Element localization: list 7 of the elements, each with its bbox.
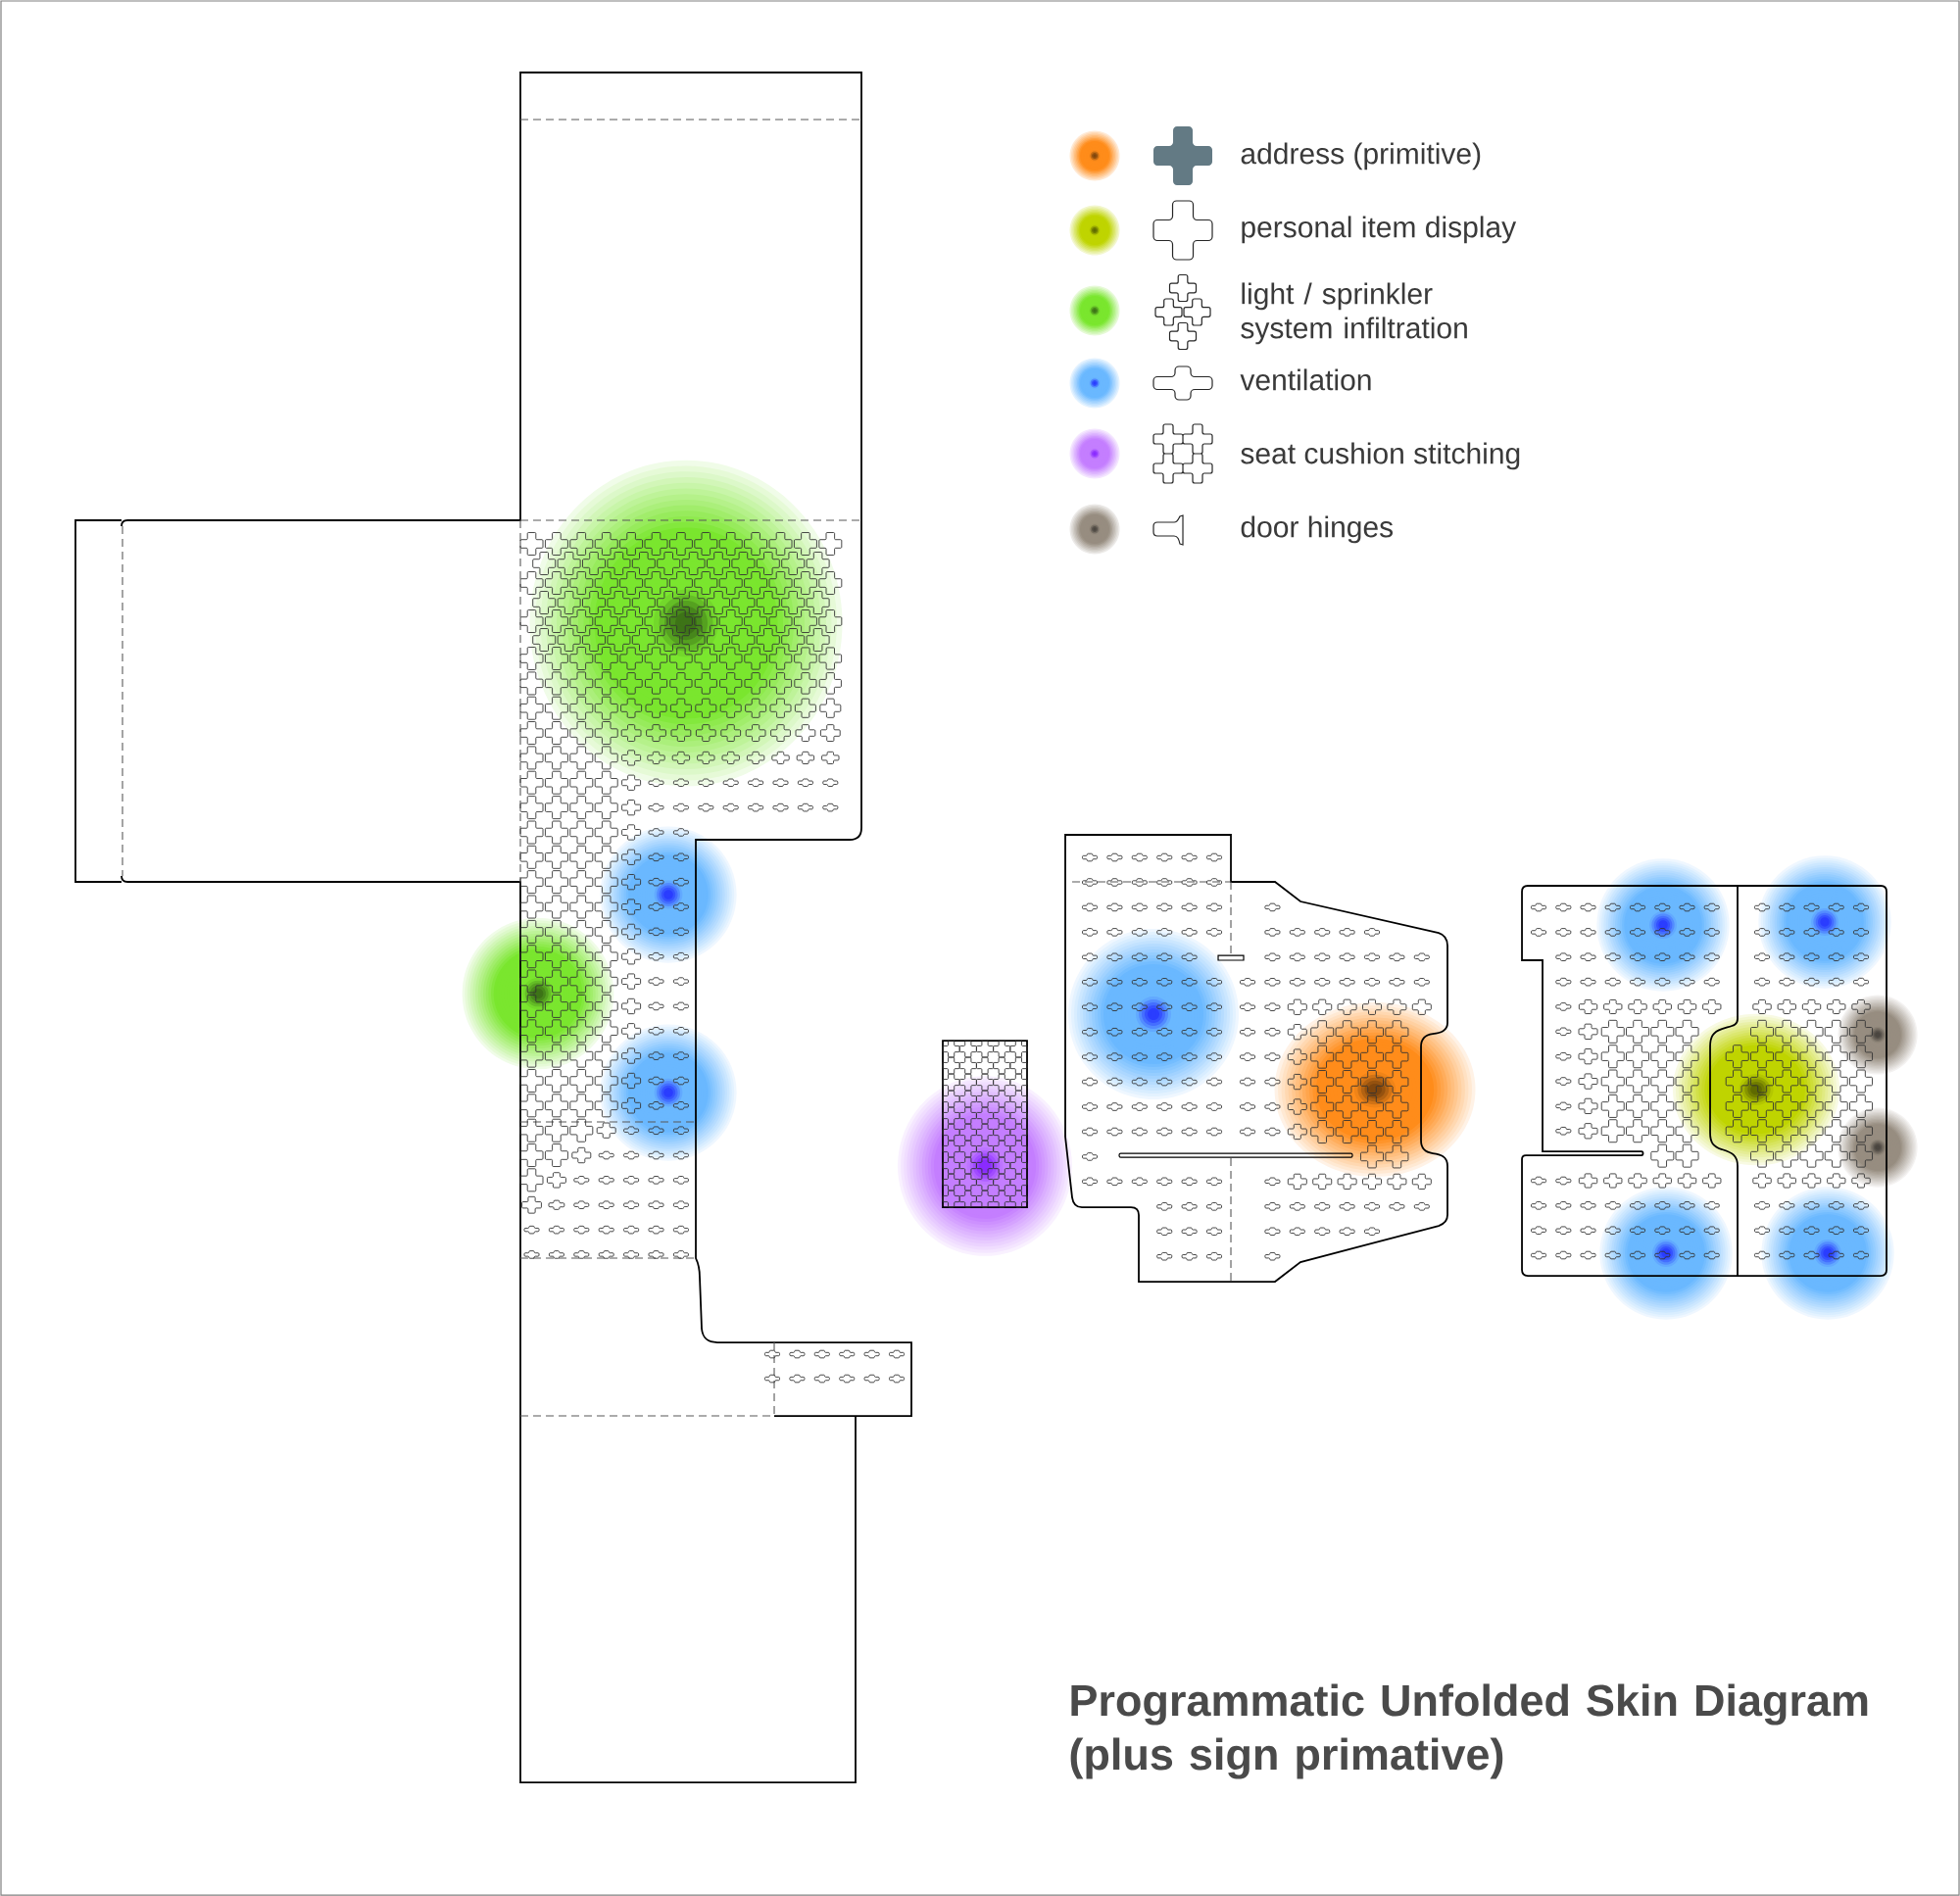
- legend-text: ventilation: [1240, 368, 1371, 391]
- legend-text: personal item display: [1242, 216, 1517, 244]
- legend-text: door hinges: [1241, 515, 1394, 544]
- legend-text: light / sprinkler system infiltration: [1241, 282, 1467, 345]
- legend-text: address (primitive): [1241, 142, 1481, 170]
- diagram-title: Programmatic Unfolded Skin Diagram (plus sign primative): [1070, 1683, 1868, 1779]
- legend-text: seat cushion stitching: [1241, 442, 1520, 470]
